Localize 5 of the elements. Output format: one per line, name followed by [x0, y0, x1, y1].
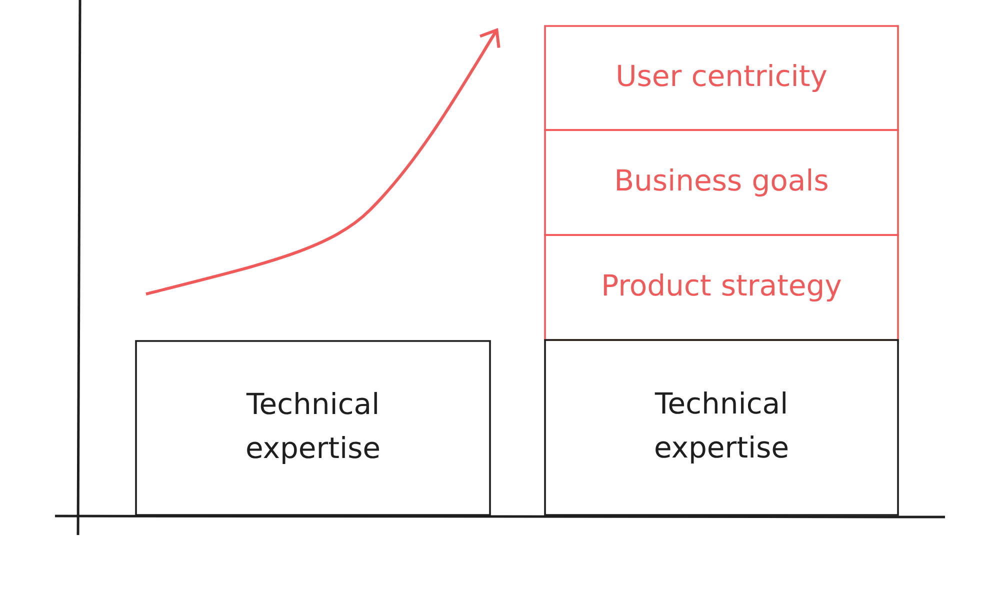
text-box: Product strategy — [544, 234, 899, 341]
text-box: Technical expertise — [544, 339, 899, 516]
text-box: Business goals — [544, 129, 899, 236]
text-box: Technical expertise — [135, 340, 491, 516]
text-box: User centricity — [544, 25, 899, 131]
